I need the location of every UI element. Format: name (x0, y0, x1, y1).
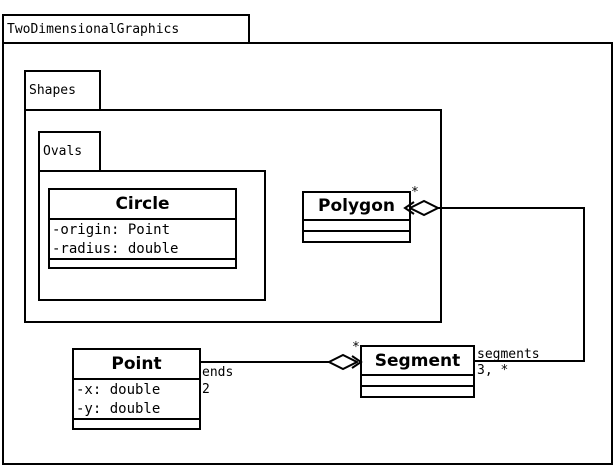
package-tab-shapes[interactable]: Shapes (24, 70, 101, 111)
class-attributes-segment (362, 376, 473, 387)
multiplicity-ends: 2 (202, 382, 210, 397)
package-name-ovals: Ovals (43, 144, 83, 159)
class-attributes-circle: -origin: Point -radius: double (50, 220, 235, 260)
role-label-segments: segments (477, 347, 540, 362)
class-attribute: -x: double (76, 382, 161, 398)
class-attributes-point: -x: double -y: double (74, 380, 199, 420)
class-attribute: -origin: Point (52, 222, 171, 238)
association-polygon-segment-leg-bottom[interactable] (474, 360, 585, 362)
aggregation-diamond-polygon[interactable] (409, 199, 439, 217)
class-box-polygon[interactable]: Polygon (302, 191, 411, 243)
class-operations-circle (50, 260, 235, 267)
association-arrowhead-polygon (403, 201, 415, 215)
class-box-point[interactable]: Point -x: double -y: double (72, 348, 201, 430)
association-polygon-segment-leg-top[interactable] (432, 207, 585, 209)
class-box-segment[interactable]: Segment (360, 345, 475, 398)
class-attribute: -y: double (76, 401, 161, 417)
class-title-segment: Segment (362, 347, 473, 376)
class-operations-segment (362, 387, 473, 396)
class-attributes-polygon (304, 221, 409, 232)
association-polygon-segment-leg-right[interactable] (583, 207, 585, 362)
role-label-ends: ends (202, 365, 234, 380)
multiplicity-polygon-star: * (411, 185, 419, 200)
package-tab-two-dimensional-graphics[interactable]: TwoDimensionalGraphics (2, 14, 250, 44)
association-arrowhead-segment (351, 355, 363, 369)
multiplicity-segment-star: * (352, 340, 360, 355)
class-title-circle: Circle (50, 190, 235, 220)
aggregation-diamond-segment[interactable] (328, 353, 358, 371)
association-segment-point-line[interactable] (200, 361, 331, 363)
package-name-two-dimensional-graphics: TwoDimensionalGraphics (7, 21, 180, 37)
class-operations-polygon (304, 232, 409, 241)
package-tab-ovals[interactable]: Ovals (38, 131, 101, 172)
class-box-circle[interactable]: Circle -origin: Point -radius: double (48, 188, 237, 269)
multiplicity-segments: 3, * (477, 363, 509, 378)
class-title-polygon: Polygon (304, 193, 409, 221)
class-operations-point (74, 420, 199, 428)
class-attribute: -radius: double (52, 241, 179, 257)
class-title-point: Point (74, 350, 199, 380)
package-name-shapes: Shapes (29, 83, 76, 98)
